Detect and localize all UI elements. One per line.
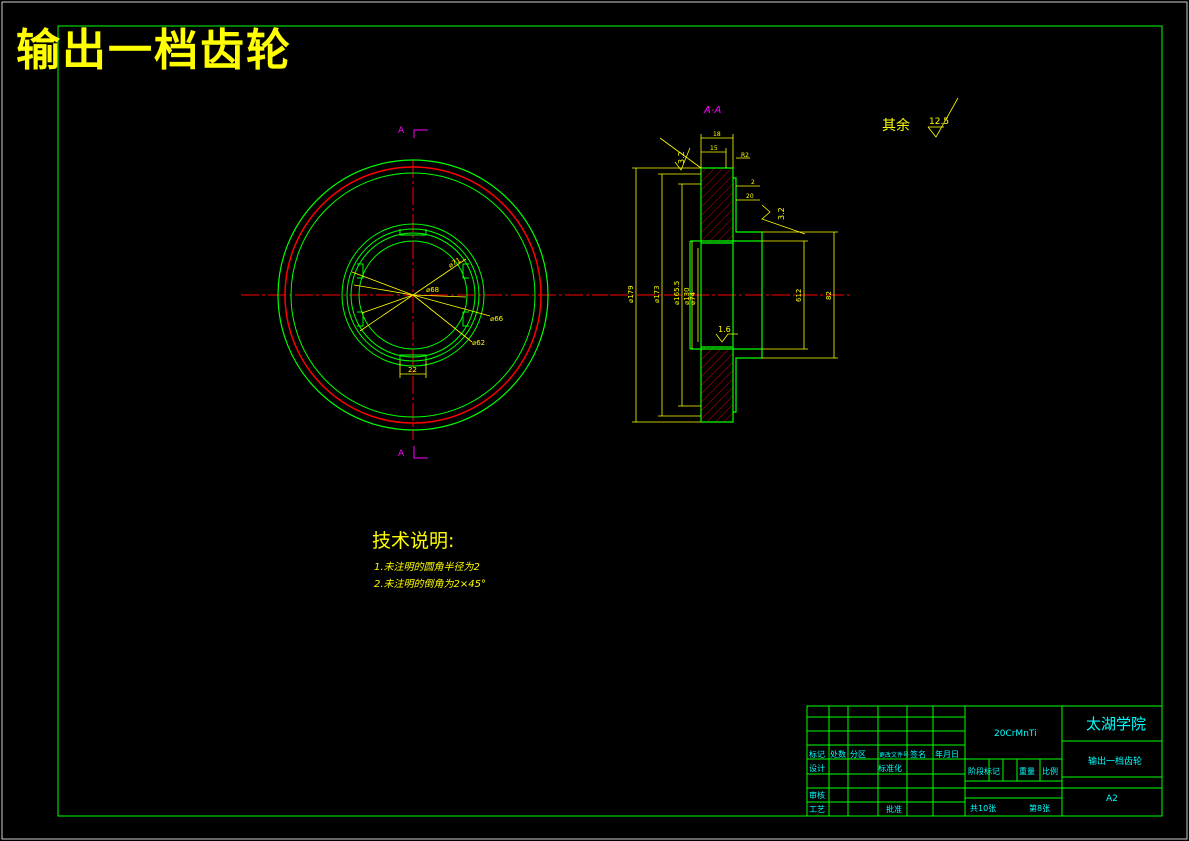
section-dim-w3: R2	[741, 152, 749, 159]
section-arrow-bottom	[413, 446, 428, 459]
front-leader-lines	[351, 258, 491, 378]
section-vertical-dims	[632, 167, 838, 423]
section-dim-w5: 20	[746, 193, 754, 200]
root-circle	[290, 172, 536, 418]
section-dim-w1: 18	[713, 131, 721, 138]
gear-outer-circle	[277, 159, 549, 431]
section-dim-od3: ⌀165.5	[673, 281, 681, 305]
tb-count: 处数	[830, 749, 846, 759]
roughness-symbol-2	[761, 204, 806, 235]
pitch-circle	[284, 166, 542, 424]
section-label-top: A	[398, 126, 405, 136]
tb-scale: 比例	[1042, 766, 1058, 776]
bore-circle	[358, 240, 468, 350]
tb-approve: 批准	[886, 804, 902, 814]
roughness-rest-value: 12.5	[929, 117, 949, 127]
front-dim-keyway: 22	[408, 366, 417, 374]
tb-weight: 重量	[1019, 766, 1035, 776]
section-dim-od2: ⌀173	[653, 285, 661, 303]
tb-part-name: 输出一档齿轮	[1088, 755, 1142, 767]
section-dim-w4: 2	[751, 179, 755, 186]
front-dim-d2: ⌀68	[426, 286, 439, 294]
section-dim-bore2: 82	[825, 291, 833, 300]
tb-date: 年月日	[935, 749, 959, 759]
section-dim-od1: ⌀179	[627, 285, 635, 303]
tb-drawing-no: A2	[1106, 794, 1118, 804]
spline-minor-circle	[350, 232, 476, 358]
section-dim-w2: 15	[710, 145, 718, 152]
section-hatch-bottom	[701, 347, 733, 422]
tb-design: 设计	[809, 763, 825, 773]
tb-school: 太湖学院	[1086, 715, 1146, 733]
tb-zone: 分区	[850, 750, 866, 759]
drawing-title: 输出一档齿轮	[16, 25, 292, 76]
front-view: ⌀71 ⌀68 ⌀66 ⌀62 22 A A	[241, 126, 608, 459]
roughness-symbol-1	[674, 147, 691, 171]
front-dim-d4: ⌀62	[472, 339, 485, 347]
roughness-rest-label: 其余	[882, 117, 910, 134]
section-dim-od5: ⌀74	[689, 291, 697, 305]
technical-note-1: 1.未注明的圆角半径为2	[374, 562, 480, 573]
roughness-rest-symbol	[927, 97, 959, 138]
tb-material: 20CrMnTi	[994, 729, 1037, 739]
sheet-frame	[57, 25, 1163, 817]
spline-teeth	[357, 229, 469, 361]
section-view-label: A-A	[703, 105, 721, 116]
tb-sheet-no: 第8张	[1029, 803, 1050, 813]
roughness-value-3: 1.6	[718, 325, 731, 334]
section-label-bottom: A	[398, 449, 405, 459]
tb-sign: 签名	[910, 749, 926, 759]
spline-major-circle	[346, 228, 480, 362]
section-view: A-A	[610, 97, 959, 423]
roughness-symbol-3	[715, 333, 738, 343]
roughness-value-2: 3.2	[777, 207, 786, 220]
tb-process: 工艺	[809, 805, 825, 814]
section-arrow-top	[413, 129, 428, 138]
technical-note-2: 2.未注明的倒角为2×45°	[374, 579, 487, 590]
tb-sheet-total: 共10张	[970, 804, 996, 813]
section-dim-od4: ⌀130	[683, 287, 691, 305]
tb-change-doc: 更改文件号	[879, 751, 909, 759]
section-horizontal-dims	[659, 134, 760, 201]
roughness-value-1: 3.2	[677, 151, 686, 164]
title-block-text: 标记 处数 分区 更改文件号 签名 年月日 设计 标准化 审核 工艺 批准 阶段…	[809, 715, 1146, 814]
hub-outer-circle	[341, 223, 485, 367]
section-dim-bore1: 612	[795, 289, 803, 302]
front-dim-d3: ⌀66	[490, 315, 504, 323]
tb-review: 审核	[809, 790, 825, 800]
tb-standardize: 标准化	[878, 763, 902, 773]
section-hatch-top	[701, 168, 733, 243]
technical-notes-heading: 技术说明:	[372, 530, 455, 552]
title-block	[806, 705, 1163, 817]
tb-mark: 标记	[809, 749, 825, 759]
tb-stage: 阶段标记	[968, 766, 1000, 776]
